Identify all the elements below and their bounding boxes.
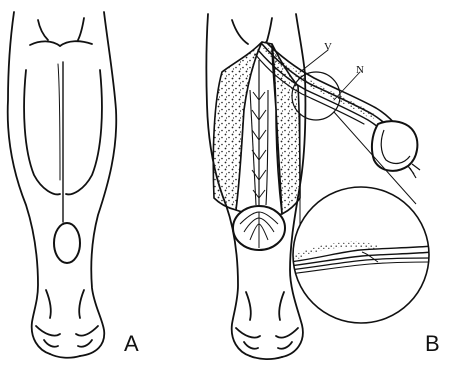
leg-a-left-outline [8, 12, 50, 354]
leg-a-heel [50, 354, 80, 358]
nerve-label: N [356, 65, 364, 76]
oval-incision [54, 223, 80, 263]
surgical-field [213, 42, 300, 250]
panel-a-label: A [124, 333, 139, 355]
muscle-pouch [372, 121, 420, 178]
panel-b-label: B [425, 333, 440, 355]
leg-a [8, 12, 117, 358]
zoom-circle [293, 187, 429, 323]
vein-label: V [324, 42, 332, 53]
